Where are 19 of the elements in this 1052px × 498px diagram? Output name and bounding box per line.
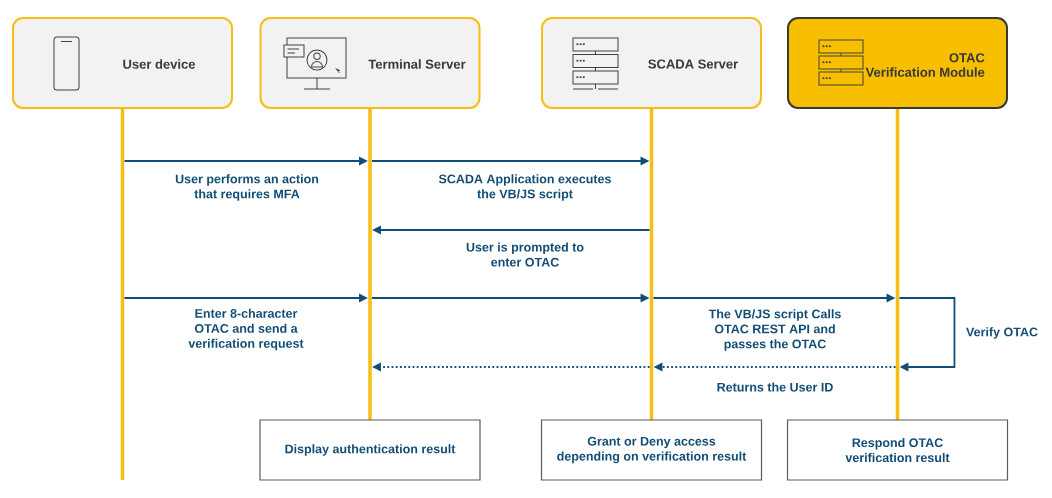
participant-box: SCADA Server bbox=[541, 17, 762, 109]
message-label: Returns the User ID bbox=[715, 381, 835, 393]
loop-arrow bbox=[898, 297, 956, 372]
message-label: Verify OTAC bbox=[965, 326, 1039, 340]
result-box: Respond OTAC verification result bbox=[786, 419, 1009, 481]
lifeline bbox=[120, 109, 125, 480]
message-label: User performs an action that requires MFA bbox=[168, 173, 326, 202]
participant-box: OTAC Verification Module bbox=[787, 17, 1008, 109]
participant-box: User device bbox=[12, 17, 233, 109]
message-label: The VB/JS script Calls OTAC REST API and passes the OTAC bbox=[701, 308, 849, 352]
lifeline bbox=[649, 109, 654, 420]
message-label: SCADA Application executes the VB/JS script bbox=[434, 173, 616, 202]
result-box: Display authentication result bbox=[259, 419, 481, 481]
lifeline bbox=[895, 109, 900, 420]
message-label: User is prompted to enter OTAC bbox=[459, 241, 591, 268]
lifeline bbox=[368, 109, 372, 420]
participant-box: Terminal Server bbox=[259, 17, 481, 109]
result-box: Grant or Deny access depending on verification result bbox=[540, 419, 763, 481]
message-label: Enter 8-character OTAC and send a verification request bbox=[184, 307, 308, 352]
